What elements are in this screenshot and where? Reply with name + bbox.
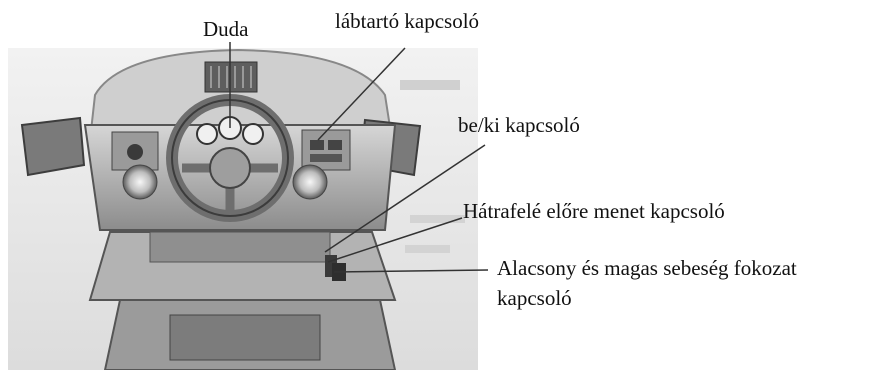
- callout-power-switch: be/ki kapcsoló: [458, 112, 580, 138]
- callout-speed-switch-line2: kapcsoló: [497, 285, 572, 311]
- callout-speed-switch-line1: Alacsony és magas sebeség fokozat: [497, 255, 797, 281]
- leader-direction-switch: [328, 218, 462, 262]
- leader-footrest-switch: [318, 48, 405, 140]
- callout-footrest-switch: lábtartó kapcsoló: [335, 8, 479, 34]
- callout-horn: Duda: [203, 16, 249, 42]
- callout-direction-switch: Hátrafelé előre menet kapcsoló: [463, 198, 725, 224]
- leader-speed-switch: [334, 270, 488, 272]
